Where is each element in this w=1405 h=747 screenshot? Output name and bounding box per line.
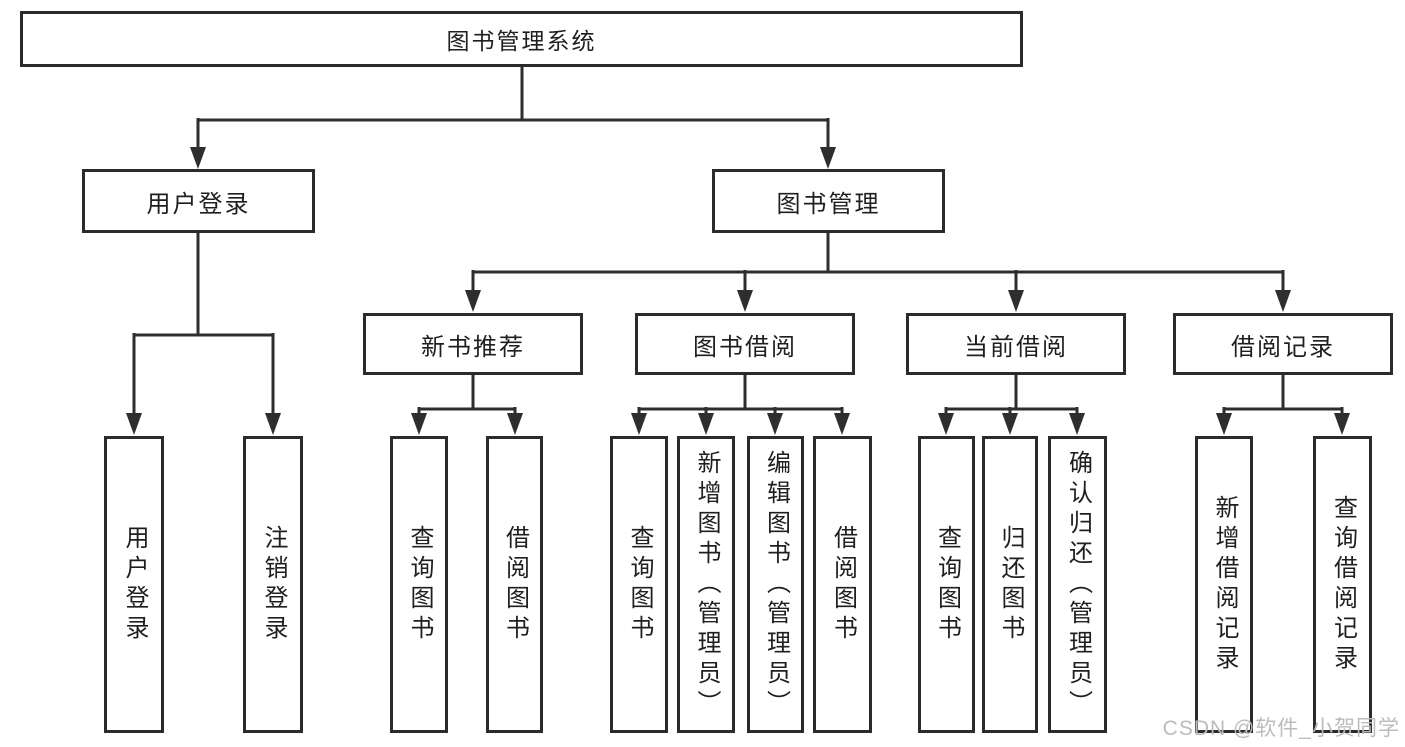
node-label: 用户登录 (146, 190, 251, 218)
node-label: 新书推荐 (421, 333, 525, 361)
connector-current-borrow-children (938, 375, 1085, 435)
node-label: 查询借阅记录 (1329, 494, 1357, 675)
leaf-user-login: 用户登录 (104, 436, 164, 733)
leaf-borrow-books-borrow: 借阅图书 (813, 436, 872, 733)
connector-borrow-records-children (1216, 375, 1350, 435)
connector-new-book-recommend-children (411, 375, 523, 435)
node-current-borrow: 当前借阅 (906, 313, 1126, 375)
connector-root-to-level2 (190, 67, 836, 169)
node-label: 归还图书 (997, 524, 1024, 645)
node-label: 图书管理系统 (446, 28, 597, 54)
node-root-library-system: 图书管理系统 (20, 11, 1023, 67)
node-label: 新增借阅记录 (1211, 494, 1238, 675)
connector-book-management-children (465, 233, 1291, 312)
leaf-borrow-books-recommend: 借阅图书 (486, 436, 543, 733)
node-user-login: 用户登录 (82, 169, 315, 233)
node-label: 图书管理 (776, 190, 881, 218)
node-label: 借阅图书 (829, 524, 857, 645)
leaf-query-books-recommend: 查询图书 (390, 436, 448, 733)
node-label: 用户登录 (121, 524, 148, 645)
leaf-query-books-current: 查询图书 (918, 436, 975, 733)
node-label: 查询图书 (406, 524, 433, 645)
node-label: 注销登录 (260, 524, 287, 645)
leaf-add-book-admin: 新增图书（管理员） (677, 436, 735, 733)
node-label: 新增图书（管理员） (693, 449, 720, 720)
leaf-confirm-return-admin: 确认归还（管理员） (1048, 436, 1107, 733)
leaf-edit-book-admin: 编辑图书（管理员） (747, 436, 804, 733)
csdn-watermark: CSDN @软件_小贺同学 (1162, 717, 1400, 740)
node-borrow-records: 借阅记录 (1173, 313, 1393, 375)
node-book-borrow: 图书借阅 (635, 313, 855, 375)
node-label: 查询图书 (933, 524, 961, 645)
leaf-add-borrow-record: 新增借阅记录 (1195, 436, 1253, 733)
leaf-logout: 注销登录 (243, 436, 303, 733)
leaf-query-books-borrow: 查询图书 (610, 436, 668, 733)
node-new-book-recommend: 新书推荐 (363, 313, 583, 375)
node-label: 图书借阅 (693, 333, 797, 361)
node-label: 查询图书 (626, 524, 653, 645)
node-label: 借阅图书 (501, 524, 529, 645)
leaf-return-book: 归还图书 (982, 436, 1038, 733)
connector-user-login-children (126, 233, 281, 435)
node-book-management: 图书管理 (712, 169, 945, 233)
connector-book-borrow-children (631, 375, 850, 435)
node-label: 当前借阅 (964, 333, 1068, 361)
leaf-query-borrow-record: 查询借阅记录 (1313, 436, 1372, 733)
node-label: 确认归还（管理员） (1064, 449, 1092, 720)
node-label: 借阅记录 (1231, 333, 1335, 361)
node-label: 编辑图书（管理员） (762, 449, 790, 720)
